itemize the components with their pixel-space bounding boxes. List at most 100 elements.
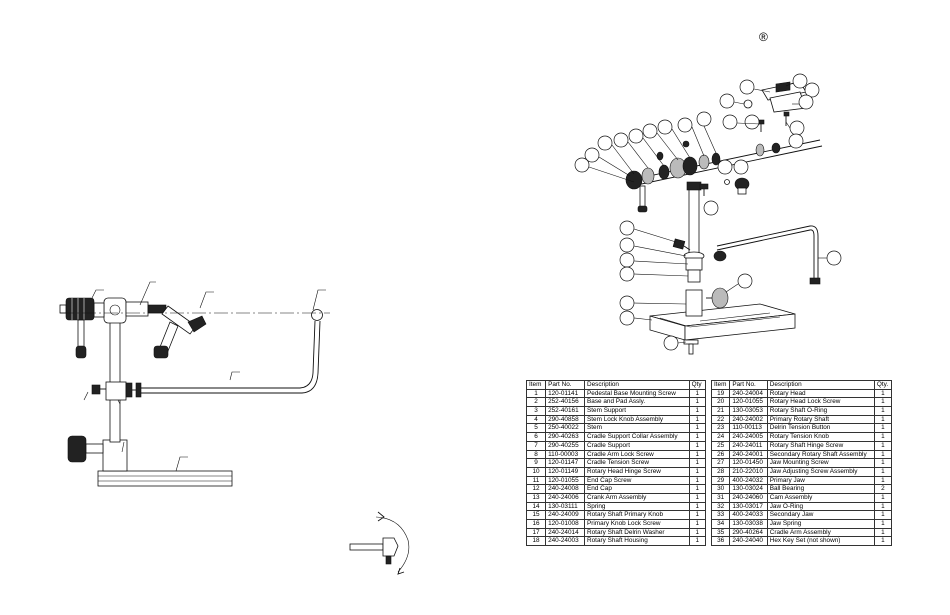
cell-part-no: 130-03017 [729, 501, 768, 512]
cell-description: End Cap [584, 484, 690, 494]
cell-description: Cam Assembly [766, 492, 875, 503]
cell-item: 2 [525, 397, 547, 408]
cell-part-no: 250-40022 [545, 423, 585, 434]
cell-qty: 1 [688, 397, 707, 408]
cell-description: Stem [584, 423, 690, 434]
cell-part-no: 400-24032 [729, 475, 768, 486]
cell-item: 21 [710, 406, 731, 416]
callout-balloons [574, 73, 842, 351]
cell-item: 14 [525, 501, 547, 512]
cell-qty: 1 [873, 492, 893, 503]
cell-description: Cradle Arm Assembly [766, 527, 875, 538]
cell-part-no: 110-00003 [545, 449, 585, 460]
cell-part-no: 290-40858 [545, 414, 585, 425]
cell-qty: 1 [873, 536, 893, 547]
cell-qty: 1 [688, 492, 707, 503]
cell-description: Cradle Tension Screw [584, 458, 690, 468]
cell-qty: 1 [873, 414, 893, 425]
cell-part-no: 290-40263 [545, 432, 585, 442]
cell-part-no: 240-24006 [545, 492, 585, 503]
cell-part-no: 240-24004 [729, 388, 768, 399]
pedestal-base [97, 470, 233, 487]
header-part-no: Part No. [729, 380, 768, 390]
exploded-stem [688, 187, 700, 259]
cell-qty: 1 [688, 510, 707, 520]
cell-qty: 1 [688, 423, 707, 434]
cradle-arm [141, 320, 316, 389]
stem-support [102, 439, 128, 472]
cell-description: Rotary Shaft Delrin Washer [584, 527, 690, 538]
header-item: Item [525, 380, 547, 390]
exploded-rotary-head [743, 81, 807, 132]
cell-item: 16 [525, 519, 547, 529]
cell-qty: 1 [873, 397, 893, 408]
cell-qty: 1 [873, 388, 893, 399]
cell-description: Rotary Head Hinge Screw [584, 466, 690, 477]
cell-qty: 1 [873, 510, 893, 520]
cell-part-no: 240-24008 [545, 484, 585, 494]
cell-qty: 1 [688, 406, 707, 416]
cell-part-no: 290-40255 [545, 440, 585, 451]
rotation-detail-view [349, 511, 410, 575]
cell-item: 8 [525, 449, 547, 460]
cell-item: 9 [525, 458, 547, 468]
cell-part-no: 252-40161 [545, 406, 585, 416]
cell-qty: 1 [688, 475, 707, 486]
cell-qty: 1 [688, 449, 707, 460]
cell-qty: 1 [688, 432, 707, 442]
cell-description: Primary Jaw [766, 475, 875, 486]
cell-part-no: 120-01450 [729, 458, 768, 468]
cell-qty: 1 [873, 406, 893, 416]
cell-item: 1 [525, 388, 547, 399]
cell-qty: 1 [873, 458, 893, 468]
cell-qty: 1 [873, 466, 893, 477]
cell-description: Crank Arm Assembly [584, 492, 690, 503]
cell-part-no: 120-01141 [545, 388, 585, 399]
exploded-collar [672, 238, 705, 283]
cell-qty: 1 [873, 432, 893, 442]
cell-part-no: 110-00113 [729, 423, 768, 434]
header-qty: Qty [688, 380, 707, 390]
cell-description: Primary Knob Lock Screw [584, 519, 690, 529]
cell-description: Jaw O-Ring [766, 501, 875, 512]
cell-part-no: 240-24001 [729, 449, 768, 460]
cell-item: 26 [710, 449, 731, 460]
cell-description: Pedestal Base Mounting Screw [584, 388, 690, 399]
cell-part-no: 120-01149 [545, 466, 585, 477]
cell-item: 22 [710, 414, 731, 425]
cell-item: 30 [710, 484, 731, 494]
exploded-tension-knob [656, 140, 750, 196]
cell-description: Rotary Tension Knob [766, 432, 875, 442]
cell-qty: 1 [873, 440, 893, 451]
cell-qty: 1 [688, 466, 707, 477]
cell-description: Base and Pad Assly. [584, 397, 690, 408]
cell-item: 25 [710, 440, 731, 451]
cell-description: Hex Key Set (not shown) [766, 536, 875, 547]
cell-item: 19 [710, 388, 731, 399]
cell-item: 17 [525, 527, 547, 538]
cell-item: 36 [710, 536, 731, 547]
cell-part-no: 240-24060 [729, 492, 768, 503]
cell-description: Jaw Spring [766, 519, 875, 529]
cell-qty: 2 [873, 484, 893, 494]
cell-description: Jaw Adjusting Screw Assembly [766, 466, 875, 477]
cell-item: 12 [525, 484, 547, 494]
cell-part-no: 120-01055 [729, 397, 768, 408]
